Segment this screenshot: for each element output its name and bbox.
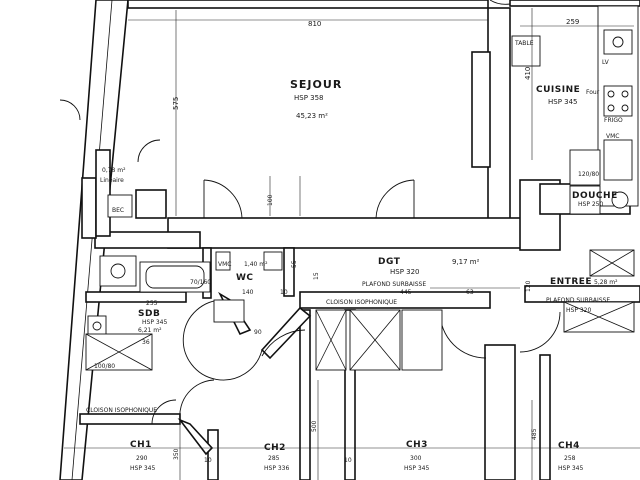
dgt-hsp: HSP 320 bbox=[390, 268, 420, 276]
dgt-ceiling: PLAFOND SURBAISSE bbox=[362, 281, 426, 288]
room-sdb: SDB HSP 345 6,21 m² 100/80 CLOISON ISOPH… bbox=[86, 309, 167, 414]
dim-sejour-h: 575 bbox=[172, 97, 180, 110]
closets bbox=[315, 249, 635, 371]
buanderie-name: Linéaire bbox=[100, 177, 124, 184]
sdb-dim: 100/80 bbox=[94, 363, 115, 370]
room-cuisine: CUISINE HSP 345 TABLE Four FRIGO VMC LV bbox=[514, 40, 623, 140]
ch4-width: 258 bbox=[564, 455, 576, 462]
dim-120: 120 bbox=[525, 280, 532, 292]
dim-350: 350 bbox=[173, 448, 180, 460]
sdb-area: 6,21 m² bbox=[138, 327, 162, 334]
dim-63: 63 bbox=[466, 289, 474, 296]
dim-sejour-w: 810 bbox=[308, 20, 321, 28]
wc-area: 1,40 m² bbox=[244, 261, 268, 268]
cuisine-hsp: HSP 345 bbox=[548, 98, 578, 106]
ch3-name: CH3 bbox=[406, 440, 428, 450]
sejour-area: 45,23 m² bbox=[296, 112, 328, 120]
dim-10c: 10 bbox=[344, 457, 352, 464]
room-buanderie: 0,78 m² Linéaire BEC 70/160 bbox=[100, 167, 211, 286]
ch3-hsp: HSP 345 bbox=[404, 465, 429, 472]
dimension-lines bbox=[64, 8, 640, 480]
douche-dim: 120/80 bbox=[578, 171, 599, 178]
ch3-width: 300 bbox=[410, 455, 422, 462]
dim-100: 100 bbox=[267, 194, 274, 206]
dim-cuisine-h: 410 bbox=[524, 67, 532, 80]
dgt-area: 9,17 m² bbox=[452, 258, 480, 266]
cuisine-vmc: VMC bbox=[606, 133, 619, 140]
ch2-width: 285 bbox=[268, 455, 280, 462]
sdb-hsp: HSP 345 bbox=[142, 319, 167, 326]
cuisine-lv: LV bbox=[602, 59, 610, 66]
douche-hsp: HSP 250 bbox=[578, 201, 603, 208]
dim-90: 90 bbox=[254, 329, 262, 336]
cuisine-four: Four bbox=[586, 89, 600, 96]
room-ch4: CH4 258 HSP 345 bbox=[558, 441, 583, 472]
dim-cuisine-w: 259 bbox=[566, 18, 579, 26]
wc-name: WC bbox=[236, 273, 254, 283]
dim-255: 255 bbox=[146, 300, 158, 307]
cuisine-name: CUISINE bbox=[536, 85, 580, 95]
wc-vmc: VMC bbox=[218, 261, 231, 268]
sejour-name: SEJOUR bbox=[290, 78, 342, 91]
sdb-name: SDB bbox=[138, 309, 160, 319]
buanderie-area: 0,78 m² bbox=[102, 167, 126, 174]
ch2-name: CH2 bbox=[264, 443, 286, 453]
room-ch3: CH3 300 HSP 345 bbox=[404, 440, 429, 472]
entree-ceiling: PLAFOND SURBAISSE bbox=[546, 297, 610, 304]
dim-485: 485 bbox=[531, 428, 538, 440]
doors bbox=[59, 0, 561, 425]
ch1-width: 290 bbox=[136, 455, 148, 462]
bath-dim: 70/160 bbox=[190, 279, 211, 286]
room-sejour: SEJOUR HSP 358 45,23 m² bbox=[290, 78, 342, 120]
douche-name: DOUCHE bbox=[572, 191, 618, 201]
kitchen-fixtures bbox=[511, 5, 639, 215]
ch2-hsp: HSP 336 bbox=[264, 465, 289, 472]
room-douche: 120/80 DOUCHE HSP 250 bbox=[572, 171, 618, 208]
entree-name: ENTREE bbox=[550, 277, 592, 287]
room-wc: VMC 1,40 m² WC bbox=[218, 261, 268, 283]
dgt-cloison: CLOISON ISOPHONIQUE bbox=[326, 299, 397, 306]
ch4-hsp: HSP 345 bbox=[558, 465, 583, 472]
dim-15: 15 bbox=[313, 272, 320, 280]
room-dgt: DGT HSP 320 9,17 m² PLAFOND SURBAISSE 44… bbox=[326, 257, 480, 306]
dim-140: 140 bbox=[242, 289, 254, 296]
dimension-labels: 810 575 259 410 100 140 10 10 10 255 36 … bbox=[142, 18, 579, 464]
dim-10b: 10 bbox=[204, 457, 212, 464]
ch1-hsp: HSP 345 bbox=[130, 465, 155, 472]
room-ch2: CH2 285 HSP 336 bbox=[264, 443, 289, 472]
dim-55: 55 bbox=[291, 260, 298, 268]
ch1-name: CH1 bbox=[130, 440, 152, 450]
dim-500: 500 bbox=[311, 420, 318, 432]
cuisine-table: TABLE bbox=[514, 40, 534, 47]
entree-hsp: HSP 320 bbox=[566, 307, 591, 314]
room-ch1: CH1 290 HSP 345 bbox=[130, 440, 155, 472]
dim-10a: 10 bbox=[280, 289, 288, 296]
dgt-name: DGT bbox=[378, 257, 401, 267]
buanderie-bec: BEC bbox=[112, 207, 124, 214]
bath-fixtures bbox=[85, 194, 283, 371]
dgt-ceiling-dim: 445 bbox=[400, 289, 412, 296]
entree-area: 5,28 m² bbox=[594, 279, 618, 286]
room-entree: ENTREE 5,28 m² PLAFOND SURBAISSE HSP 320 bbox=[546, 277, 618, 314]
ch4-name: CH4 bbox=[558, 441, 580, 451]
cuisine-frigo: FRIGO bbox=[604, 117, 623, 124]
dim-36: 36 bbox=[142, 339, 150, 346]
sdb-cloison: CLOISON ISOPHONIQUE bbox=[86, 407, 157, 414]
sejour-hsp: HSP 358 bbox=[294, 94, 324, 102]
